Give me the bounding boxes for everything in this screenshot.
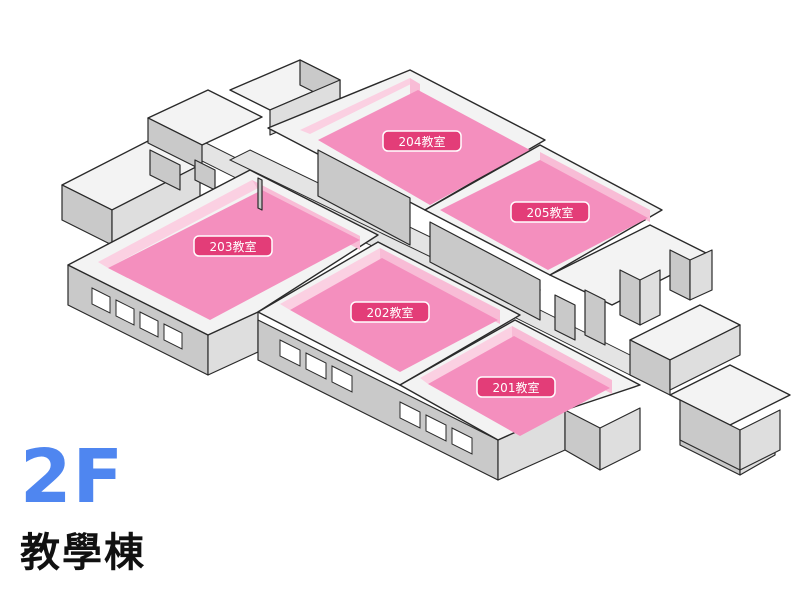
room-label-201-text: 201教室 — [493, 380, 540, 395]
room-label-204: 204教室 — [382, 130, 462, 152]
room-label-201: 201教室 — [476, 376, 556, 398]
room-label-202: 202教室 — [350, 301, 430, 323]
service-wing-right — [549, 224, 791, 471]
floor-title: 2F — [20, 434, 125, 520]
front-windows — [91, 287, 473, 455]
room-label-203-text: 203教室 — [210, 239, 257, 254]
room-label-203: 203教室 — [193, 235, 273, 257]
building-name: 教學棟 — [20, 530, 146, 576]
room-label-205-text: 205教室 — [527, 205, 574, 220]
room-label-202-text: 202教室 — [367, 305, 414, 320]
room-label-204-text: 204教室 — [399, 134, 446, 149]
room-label-205: 205教室 — [510, 201, 590, 223]
